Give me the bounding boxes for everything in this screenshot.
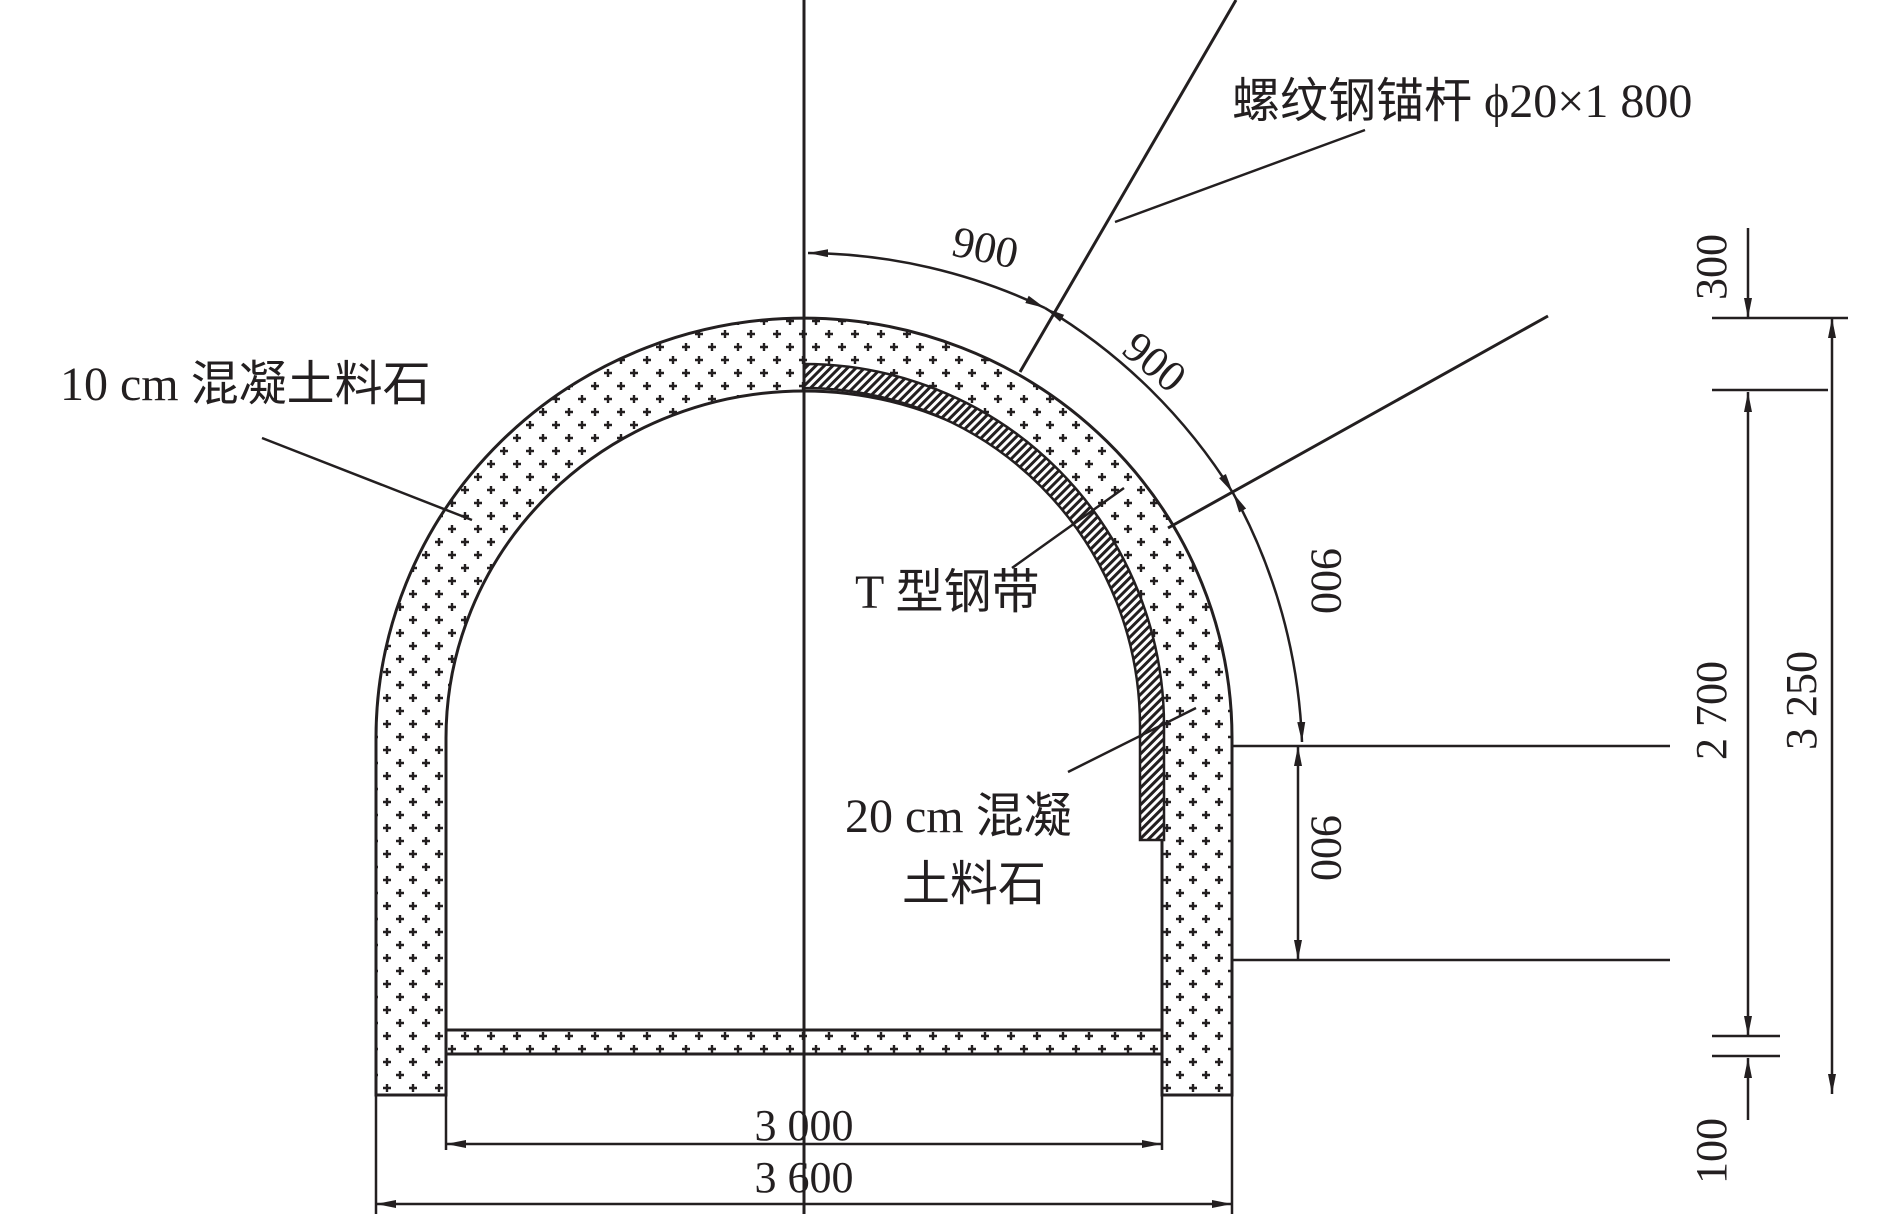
- radial-line-right: [1167, 314, 1549, 530]
- outer-width-label: 3 600: [755, 1153, 854, 1202]
- concrete-10-leader-line: [261, 436, 473, 522]
- concrete-20-leader-line: [1067, 706, 1197, 774]
- concrete-lining-band: [374, 316, 1234, 1097]
- arc-dim-label-2: 900: [1114, 322, 1196, 402]
- arc-dimension-3: [1231, 492, 1306, 743]
- t-steel-label: T 型钢带: [855, 566, 1039, 619]
- arc-dimension-2: [1044, 306, 1235, 494]
- bolt-label: 螺纹钢锚杆 ϕ20×1 800: [1232, 75, 1692, 128]
- t-steel-leader-line: [1011, 486, 1125, 570]
- bolt-leader-line: [1114, 128, 1366, 224]
- arc-dimension-1: [807, 249, 1046, 310]
- t-steel-strip: [802, 362, 1166, 842]
- arc-dim-label-3: 900: [1302, 548, 1351, 614]
- inner-width-label: 3 000: [755, 1101, 854, 1150]
- anchor-bolt-line: [1018, 0, 1238, 373]
- concrete-20-label-line1: 20 cm 混凝: [845, 790, 1072, 843]
- floor-thickness-label: 100: [1687, 1118, 1736, 1184]
- concrete-20-label-line2: 土料石: [902, 858, 1046, 911]
- total-height-label: 3 250: [1777, 651, 1826, 750]
- wall-height-label: 900: [1302, 815, 1351, 881]
- arc-dim-label-1: 900: [948, 217, 1023, 279]
- inner-height-label: 2 700: [1687, 661, 1736, 760]
- concrete-10-label: 10 cm 混凝土料石: [60, 358, 431, 411]
- top-thickness-label: 300: [1687, 234, 1736, 300]
